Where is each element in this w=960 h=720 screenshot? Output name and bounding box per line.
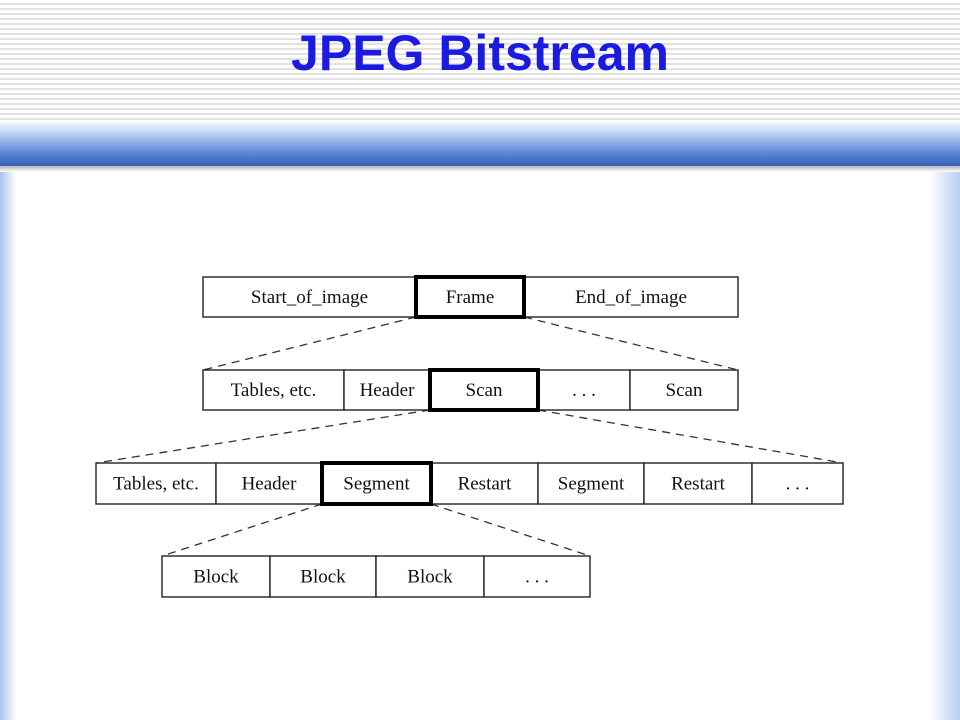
header-stripes: [0, 0, 960, 122]
level-2-cell-label: Scan: [666, 380, 703, 401]
level-4-cell-box: [161, 555, 271, 598]
level-3-cell-label: Header: [242, 474, 298, 495]
connector-line-1-left: [202, 316, 417, 371]
connector-line-2-right: [537, 409, 844, 464]
level-3-cell-box: [643, 462, 753, 505]
level-1-cell-box: [523, 276, 739, 318]
level-2-cell-label: Tables, etc.: [231, 380, 317, 401]
level-3-cell-box: [321, 462, 432, 505]
level-3-cell-label: Segment: [558, 474, 625, 495]
level-4-cell-box: [375, 555, 485, 598]
level-1-cell-label: End_of_image: [575, 287, 687, 308]
connector-line-3-right: [430, 503, 591, 557]
level-4-cell-box: [483, 555, 591, 598]
level-2-row: Tables, etc. Header Scan . . . Scan: [202, 369, 739, 411]
level-1-row: Start_of_image Frame End_of_image: [202, 276, 739, 318]
header-band: [0, 122, 960, 166]
right-edge-glow: [930, 172, 960, 720]
connector-line-3-left: [161, 503, 323, 557]
level-3-cell-label: Tables, etc.: [113, 474, 199, 495]
level-2-cell-box: [629, 369, 739, 411]
level-3-cell-label: Segment: [343, 474, 410, 495]
level-1-cell-label: Frame: [446, 287, 495, 308]
level-2-cell-box: [537, 369, 631, 411]
level-1-cell-label: Start_of_image: [251, 287, 368, 308]
level-3-cell-label: Restart: [458, 474, 513, 495]
level-4-cell-label: Block: [407, 567, 453, 588]
level-3-cell-box: [751, 462, 844, 505]
highlighted-cell-outline: [414, 275, 526, 319]
highlighted-cell-outline: [428, 368, 540, 412]
level-4-cell-label: Block: [193, 567, 239, 588]
level-4-row: Block Block Block . . .: [161, 555, 591, 598]
level-3-cell-box: [215, 462, 323, 505]
level-3-row: Tables, etc. Header Segment Restart Segment R…: [95, 462, 844, 505]
level-2-cell-label: . . .: [572, 380, 596, 401]
slide-title: JPEG Bitstream: [291, 25, 669, 81]
level-4-cell-box: [269, 555, 377, 598]
connector-line-1-right: [523, 316, 739, 371]
level-4-cell-label: . . .: [525, 567, 549, 588]
level-4-cell-label: Block: [300, 567, 346, 588]
level-2-cell-label: Header: [360, 380, 416, 401]
level-3-cell-box: [537, 462, 645, 505]
left-edge-glow: [0, 172, 16, 720]
connector-line-2-left: [95, 409, 431, 464]
level-3-cell-label: Restart: [671, 474, 726, 495]
level-2-cell-label: Scan: [466, 380, 503, 401]
level-3-cell-label: . . .: [786, 474, 810, 495]
highlighted-cell-outline: [320, 461, 433, 506]
header-band-shadow: [0, 166, 960, 172]
